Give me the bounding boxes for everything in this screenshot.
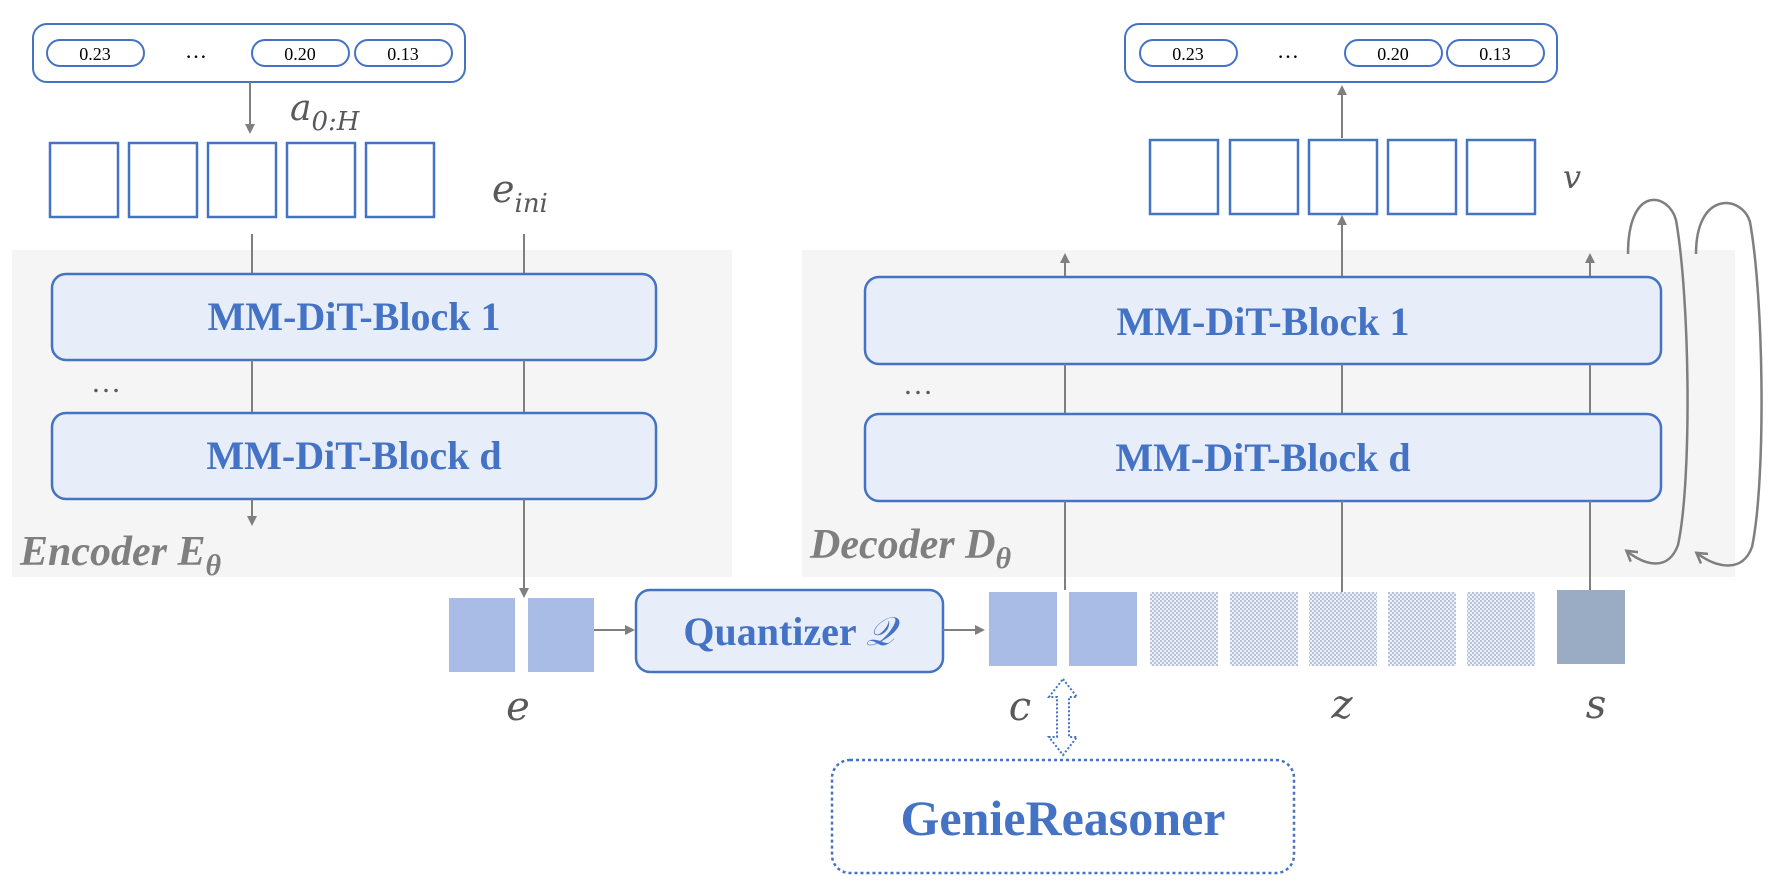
encoder-block-d: MM-DiT-Block d	[50, 411, 658, 501]
svg-text:MM-DiT-Block d: MM-DiT-Block d	[206, 433, 501, 478]
decoder-ellipsis: …	[903, 368, 933, 401]
encoder-action-value: 0.23	[79, 44, 111, 64]
s-label: s	[1586, 682, 1607, 728]
c-label: c	[1009, 684, 1031, 730]
discrete-c-tokens	[989, 592, 1137, 666]
decoder-action-value: 0.13	[1479, 44, 1511, 64]
encoder-action-value: 0.20	[284, 44, 316, 64]
decoder-panel-label: Decoder Dθ	[809, 522, 1011, 575]
svg-text:MM-DiT-Block d: MM-DiT-Block d	[1115, 435, 1410, 480]
bidirectional-arrow	[1046, 677, 1080, 757]
decoder-action-value: 0.23	[1172, 44, 1204, 64]
encoder-action-ellipsis: …	[185, 38, 207, 63]
encoder-ellipsis: …	[91, 366, 121, 399]
latent-e-tokens	[449, 598, 594, 672]
encoder-input-tokens	[48, 141, 436, 219]
encoder-action-chunk: 0.23 … 0.20 0.13	[32, 23, 466, 83]
state-s-token	[1557, 590, 1625, 664]
decoder-block-1: MM-DiT-Block 1	[863, 275, 1663, 366]
decoder-action-ellipsis: …	[1277, 38, 1299, 63]
svg-text:MM-DiT-Block 1: MM-DiT-Block 1	[1117, 299, 1410, 344]
velocity-label: v	[1563, 158, 1581, 196]
decoder-block-d: MM-DiT-Block d	[863, 412, 1663, 503]
encoder-action-value: 0.13	[387, 44, 419, 64]
svg-text:Quantizer 𝒬: Quantizer 𝒬	[683, 609, 901, 655]
loop-arrow-inner	[1624, 198, 1689, 565]
init-embedding-label: eini	[492, 167, 548, 219]
noise-z-tokens	[1150, 592, 1535, 666]
svg-text:MM-DiT-Block 1: MM-DiT-Block 1	[208, 294, 501, 339]
decoder-action-chunk: 0.23 … 0.20 0.13	[1124, 23, 1558, 83]
genie-reasoner-box: GenieReasoner	[830, 758, 1296, 875]
decoder-output-tokens	[1148, 138, 1537, 216]
loop-arrow-outer	[1694, 201, 1763, 567]
encoder-block-1: MM-DiT-Block 1	[50, 272, 658, 362]
e-label: e	[506, 684, 530, 730]
decoder-action-value: 0.20	[1377, 44, 1409, 64]
quantizer-box: Quantizer 𝒬	[634, 588, 945, 674]
svg-text:GenieReasoner: GenieReasoner	[901, 790, 1226, 846]
action-chunk-label: a0:H	[290, 88, 361, 137]
encoder-panel-label: Encoder Eθ	[19, 529, 222, 582]
z-label: z	[1330, 682, 1353, 728]
